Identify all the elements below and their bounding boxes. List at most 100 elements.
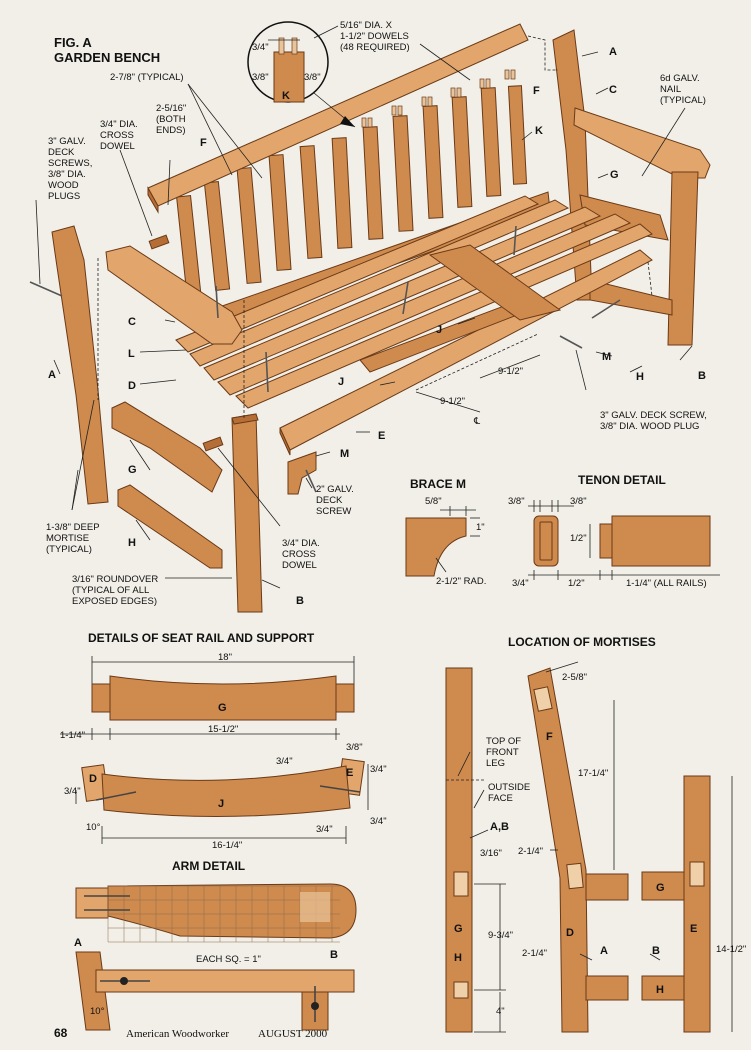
mort-part-h2: H — [656, 984, 664, 996]
mort-d1412: 14-1/2" — [716, 944, 746, 955]
part-g-1: G — [610, 169, 619, 181]
back-slats — [176, 85, 528, 302]
figure-title: GARDEN BENCH — [54, 50, 160, 65]
mort-d934: 9-3/4" — [488, 930, 513, 941]
roundover-1: 3/16" ROUNDOVER — [72, 574, 158, 585]
seat-d1514: 1-1/4" — [60, 730, 85, 741]
part-b-2: B — [296, 595, 304, 607]
cross-dowel-2: CROSS — [100, 130, 134, 141]
dim-912-b: 9-1/2" — [440, 396, 465, 407]
part-j-1: J — [436, 324, 442, 336]
mort-part-a: A — [600, 945, 608, 957]
arm-part-a: A — [74, 937, 82, 949]
roundover-2: (TYPICAL OF ALL — [72, 585, 149, 596]
dim-912-a: 9-1/2" — [498, 366, 523, 377]
bench-illustration — [29, 21, 711, 613]
seat-rail-detail: DETAILS OF SEAT RAIL AND SUPPORT 18" 1-1… — [60, 631, 387, 851]
left-front-leg — [231, 413, 263, 613]
deck-screws-3: SCREWS, — [48, 158, 92, 169]
brace-m-part — [287, 451, 317, 495]
arm-title: ARM DETAIL — [172, 859, 245, 873]
magazine-name: American Woodworker — [126, 1028, 229, 1040]
part-h-1: H — [636, 371, 644, 383]
right-front-leg — [667, 171, 699, 346]
tenon-d4: 3/4" — [512, 578, 529, 589]
part-h-2: H — [128, 537, 136, 549]
seat-part-e: E — [346, 767, 353, 779]
cross-dowel-1: 3/4" DIA. — [100, 119, 138, 130]
tenon-d5: 1/2" — [568, 578, 585, 589]
mort-part-g2: G — [656, 882, 665, 894]
roundover-3: EXPOSED EDGES) — [72, 596, 157, 607]
callouts: 5/16" DIA. X 1-1/2" DOWELS (48 REQUIRED)… — [46, 20, 707, 607]
mort-part-h1: H — [454, 952, 462, 964]
mort-ab: A,B — [490, 821, 509, 833]
deck-screw2-3: SCREW — [316, 506, 351, 517]
mortises-detail: LOCATION OF MORTISES 2-5/8" TOP OF — [445, 635, 746, 1033]
tenon-detail: TENON DETAIL 3/8" 3/8" 1/2" 3/4" 1/2" 1-… — [508, 473, 720, 589]
both-ends-2: (BOTH — [156, 114, 186, 125]
slat-dowels — [361, 69, 516, 128]
part-b-1: B — [698, 370, 706, 382]
both-ends-3: ENDS) — [156, 125, 186, 136]
mortise-3: (TYPICAL) — [46, 544, 92, 555]
brace-rad: 2-1/2" RAD. — [436, 576, 486, 587]
tenon-d6: 1-1/4" (ALL RAILS) — [626, 578, 707, 589]
deck-screws-2: DECK — [48, 147, 75, 158]
seat-d34a: 3/4" — [276, 756, 293, 767]
seat-d38: 3/8" — [346, 742, 363, 753]
mort-part-d: D — [566, 927, 574, 939]
mort-outside-2: FACE — [488, 793, 513, 804]
seat-title: DETAILS OF SEAT RAIL AND SUPPORT — [88, 631, 315, 645]
brace-d1: 5/8" — [425, 496, 442, 507]
dowels-note-3: (48 REQUIRED) — [340, 42, 410, 53]
mort-d4: 4" — [496, 1006, 505, 1017]
arm-each-sq: EACH SQ. = 1" — [196, 954, 261, 965]
part-a-1: A — [609, 46, 617, 58]
seat-d34b: 3/4" — [370, 764, 387, 775]
part-c-2: C — [128, 316, 136, 328]
arm-d10: 10° — [90, 1006, 105, 1017]
mort-part-f: F — [546, 731, 553, 743]
mort-top-front-2: FRONT — [486, 747, 519, 758]
mortise-2: MORTISE — [46, 533, 89, 544]
galv-nail-2: NAIL — [660, 84, 681, 95]
deck-screws-6: PLUGS — [48, 191, 80, 202]
seat-part-j: J — [218, 798, 224, 810]
seat-d34e: 3/4" — [316, 824, 333, 835]
part-m-1: M — [602, 351, 611, 363]
right-arm — [573, 107, 711, 179]
seat-part-d: D — [89, 773, 97, 785]
mort-top-front-1: TOP OF — [486, 736, 521, 747]
cross-dowel2-1: 3/4" DIA. — [282, 538, 320, 549]
tenon-d2: 3/8" — [570, 496, 587, 507]
mort-d214a: 2-1/4" — [518, 846, 543, 857]
part-d: D — [128, 380, 136, 392]
seat-d18: 18" — [218, 652, 232, 663]
part-j-2: J — [338, 376, 344, 388]
left-seat-rail — [111, 401, 223, 493]
galv-nail-1: 6d GALV. — [660, 73, 700, 84]
page-number: 68 — [54, 1026, 68, 1040]
cross-dowel-3: DOWEL — [100, 141, 135, 152]
seat-slats — [175, 195, 653, 409]
mortises-title: LOCATION OF MORTISES — [508, 635, 656, 649]
deck-screw2-1: 2" GALV. — [316, 484, 354, 495]
cross-dowel2-3: DOWEL — [282, 560, 317, 571]
part-k-2: K — [535, 125, 543, 137]
deck-screw-plug-2: 3/8" DIA. WOOD PLUG — [600, 421, 699, 432]
tenon-title: TENON DETAIL — [578, 473, 666, 487]
arm-side-view — [75, 951, 355, 1031]
tenon-d3: 1/2" — [570, 533, 587, 544]
part-e: E — [378, 430, 385, 442]
seat-d1614: 16-1/4" — [212, 840, 242, 851]
mort-part-g1: G — [454, 923, 463, 935]
deck-screws-1: 3" GALV. — [48, 136, 86, 147]
both-ends-1: 2-5/16" — [156, 103, 186, 114]
figure-label: FIG. A — [54, 35, 92, 50]
deck-screw-plug-1: 3" GALV. DECK SCREW, — [600, 410, 707, 421]
footer: 68 American Woodworker AUGUST 2000 — [54, 1026, 328, 1040]
left-lower-rail — [117, 484, 223, 569]
part-m-2: M — [340, 448, 349, 460]
